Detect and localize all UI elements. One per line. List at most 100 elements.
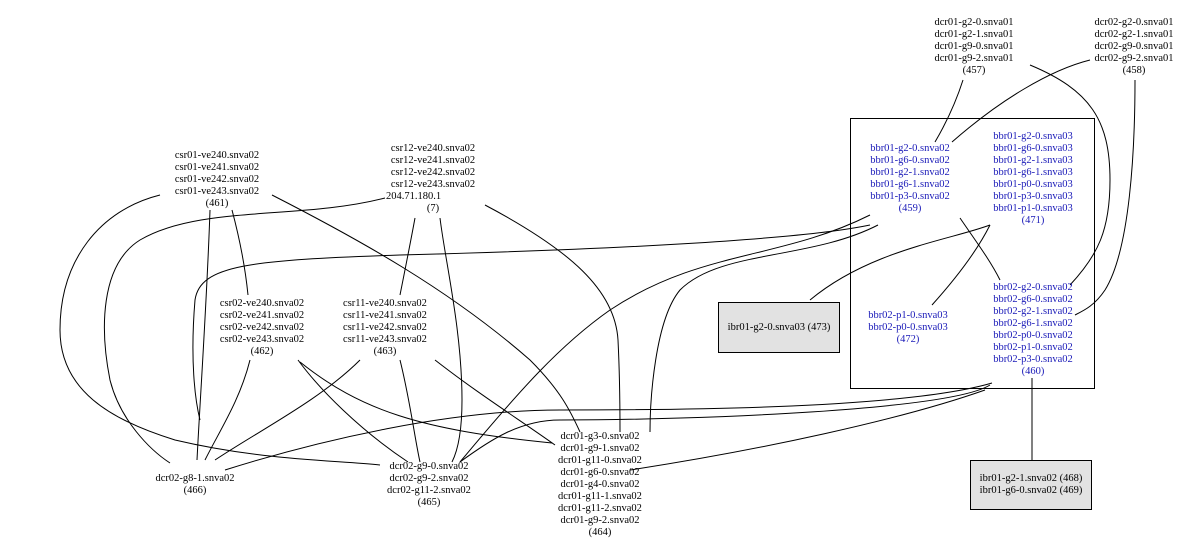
node-471[interactable]: bbr01-g2-0.snva03 bbr01-g6-0.snva03 bbr0… — [978, 131, 1088, 227]
edge-460-465 — [459, 384, 991, 463]
node-462-line: csr02-ve243.snva02 — [219, 334, 305, 345]
node-460-line: bbr02-g2-0.snva02 — [993, 282, 1073, 293]
node-458-line: dcr02-g2-1.snva01 — [1094, 29, 1174, 40]
node-471-line: bbr01-g6-0.snva03 — [993, 143, 1073, 154]
node-457-line: dcr01-g2-1.snva01 — [934, 29, 1014, 40]
edge-461-466 — [196, 209, 211, 461]
edge-462-465a — [297, 359, 409, 463]
node-472[interactable]: bbr02-p1-0.snva03 bbr02-p0-0.snva03 (472… — [858, 310, 958, 346]
node-457[interactable]: dcr01-g2-0.snva01 dcr01-g2-1.snva01 dcr0… — [924, 17, 1024, 77]
node-459-line: bbr01-p3-0.snva02 — [870, 191, 950, 202]
edge-458-459 — [951, 59, 1091, 143]
node-469-line: ibr01-g6-0.snva02 (469) — [979, 485, 1083, 496]
node-7-line: csr12-ve241.snva02 — [390, 155, 476, 166]
node-464-id: (464) — [588, 527, 612, 538]
node-458[interactable]: dcr02-g2-0.snva01 dcr02-g2-1.snva01 dcr0… — [1084, 17, 1184, 77]
edge-7-465 — [439, 217, 463, 463]
node-461-line: csr01-ve241.snva02 — [174, 162, 260, 173]
edge-460-466 — [224, 382, 993, 471]
edge-459-466 — [192, 224, 871, 421]
node-466[interactable]: dcr02-g8-1.snva02 (466) — [140, 473, 250, 497]
edge-463-466 — [214, 359, 361, 461]
node-463-line: csr11-ve241.snva02 — [343, 310, 427, 321]
node-464-line: dcr01-g3-0.snva02 — [560, 431, 640, 442]
node-464-line: dcr01-g11-1.snva02 — [558, 491, 642, 502]
node-465-line: dcr02-g9-0.snva02 — [389, 461, 469, 472]
node-460-id: (460) — [1021, 366, 1045, 377]
node-460-line: bbr02-p1-0.snva02 — [993, 342, 1073, 353]
node-465[interactable]: dcr02-g9-0.snva02 dcr02-g9-2.snva02 dcr0… — [374, 461, 484, 509]
node-7-id: (7) — [426, 203, 440, 214]
node-472-line: bbr02-p0-0.snva03 — [868, 322, 948, 333]
node-462-line: csr02-ve242.snva02 — [219, 322, 305, 333]
node-458-line: dcr02-g9-2.snva01 — [1094, 53, 1174, 64]
edge-7-464 — [484, 204, 621, 433]
node-471-line: bbr01-p1-0.snva03 — [993, 203, 1073, 214]
node-457-id: (457) — [962, 65, 986, 76]
node-472-line: bbr02-p1-0.snva03 — [868, 310, 948, 321]
node-464-line: dcr01-g6-0.snva02 — [560, 467, 640, 478]
node-464[interactable]: dcr01-g3-0.snva02 dcr01-g9-1.snva02 dcr0… — [545, 431, 655, 539]
node-461-id: (461) — [205, 198, 229, 209]
node-459-line: bbr01-g2-1.snva02 — [870, 167, 950, 178]
node-471-line: bbr01-g2-1.snva03 — [993, 155, 1073, 166]
edge-7-466 — [103, 197, 386, 464]
node-471-line: bbr01-g2-0.snva03 — [993, 131, 1073, 142]
node-460-line: bbr02-p3-0.snva02 — [993, 354, 1073, 365]
node-460[interactable]: bbr02-g2-0.snva02 bbr02-g6-0.snva02 bbr0… — [978, 282, 1088, 378]
node-461-line: csr01-ve242.snva02 — [174, 174, 260, 185]
edge-458-460 — [1074, 79, 1136, 316]
node-463-line: csr11-ve240.snva02 — [343, 298, 427, 309]
node-473[interactable]: ibr01-g2-0.snva03 (473) — [718, 322, 840, 334]
box-468 — [970, 460, 1092, 510]
node-464-line: dcr01-g11-2.snva02 — [558, 503, 642, 514]
node-7-line: csr12-ve242.snva02 — [390, 167, 476, 178]
edge-459-465 — [459, 214, 871, 463]
node-464-line: dcr01-g9-1.snva02 — [560, 443, 640, 454]
edge-462-466 — [204, 359, 251, 461]
node-463-line: csr11-ve242.snva02 — [343, 322, 427, 333]
node-465-line: dcr02-g9-2.snva02 — [389, 473, 469, 484]
node-460-line: bbr02-g2-1.snva02 — [993, 306, 1073, 317]
edge-7-463 — [399, 217, 416, 296]
edge-457-460 — [1029, 64, 1111, 286]
node-463-line: csr11-ve243.snva02 — [343, 334, 427, 345]
node-459-line: bbr01-g6-1.snva02 — [870, 179, 950, 190]
node-460-line: bbr02-g6-1.snva02 — [993, 318, 1073, 329]
node-7[interactable]: csr12-ve240.snva02 csr12-ve241.snva02 cs… — [378, 143, 488, 215]
node-458-id: (458) — [1122, 65, 1146, 76]
node-462[interactable]: csr02-ve240.snva02 csr02-ve241.snva02 cs… — [207, 298, 317, 358]
edge-463-465 — [399, 359, 421, 463]
node-458-line: dcr02-g9-0.snva01 — [1094, 41, 1174, 52]
node-7-line: csr12-ve243.snva02 — [390, 179, 476, 190]
node-458-line: dcr02-g2-0.snva01 — [1094, 17, 1174, 28]
node-471-line: bbr01-g6-1.snva03 — [993, 167, 1073, 178]
node-463[interactable]: csr11-ve240.snva02 csr11-ve241.snva02 cs… — [330, 298, 440, 358]
edge-460-464 — [629, 389, 986, 471]
node-457-line: dcr01-g9-2.snva01 — [934, 53, 1014, 64]
node-462-id: (462) — [250, 346, 274, 357]
box-473 — [718, 302, 840, 353]
node-459[interactable]: bbr01-g2-0.snva02 bbr01-g6-0.snva02 bbr0… — [855, 143, 965, 215]
edge-471-473 — [809, 224, 991, 301]
edge-461-462 — [231, 209, 249, 296]
node-463-id: (463) — [373, 346, 397, 357]
node-462-line: csr02-ve240.snva02 — [219, 298, 305, 309]
edge-461-465 — [59, 194, 381, 466]
edge-462-464 — [299, 361, 553, 444]
edge-459-460 — [959, 217, 1001, 281]
node-471-line: bbr01-p0-0.snva03 — [993, 179, 1073, 190]
node-472-id: (472) — [896, 334, 920, 345]
cluster-box — [850, 118, 1095, 389]
node-460-line: bbr02-p0-0.snva02 — [993, 330, 1073, 341]
node-459-id: (459) — [898, 203, 922, 214]
node-464-line: dcr01-g4-0.snva02 — [560, 479, 640, 490]
node-461-line: csr01-ve243.snva02 — [174, 186, 260, 197]
node-466-id: (466) — [183, 485, 207, 496]
node-461[interactable]: csr01-ve240.snva02 csr01-ve241.snva02 cs… — [162, 150, 272, 210]
node-468[interactable]: ibr01-g2-1.snva02 (468) ibr01-g6-0.snva0… — [970, 473, 1092, 497]
node-459-line: bbr01-g6-0.snva02 — [870, 155, 950, 166]
edge-457-459 — [934, 79, 964, 143]
node-473-label: ibr01-g2-0.snva03 (473) — [727, 322, 831, 333]
